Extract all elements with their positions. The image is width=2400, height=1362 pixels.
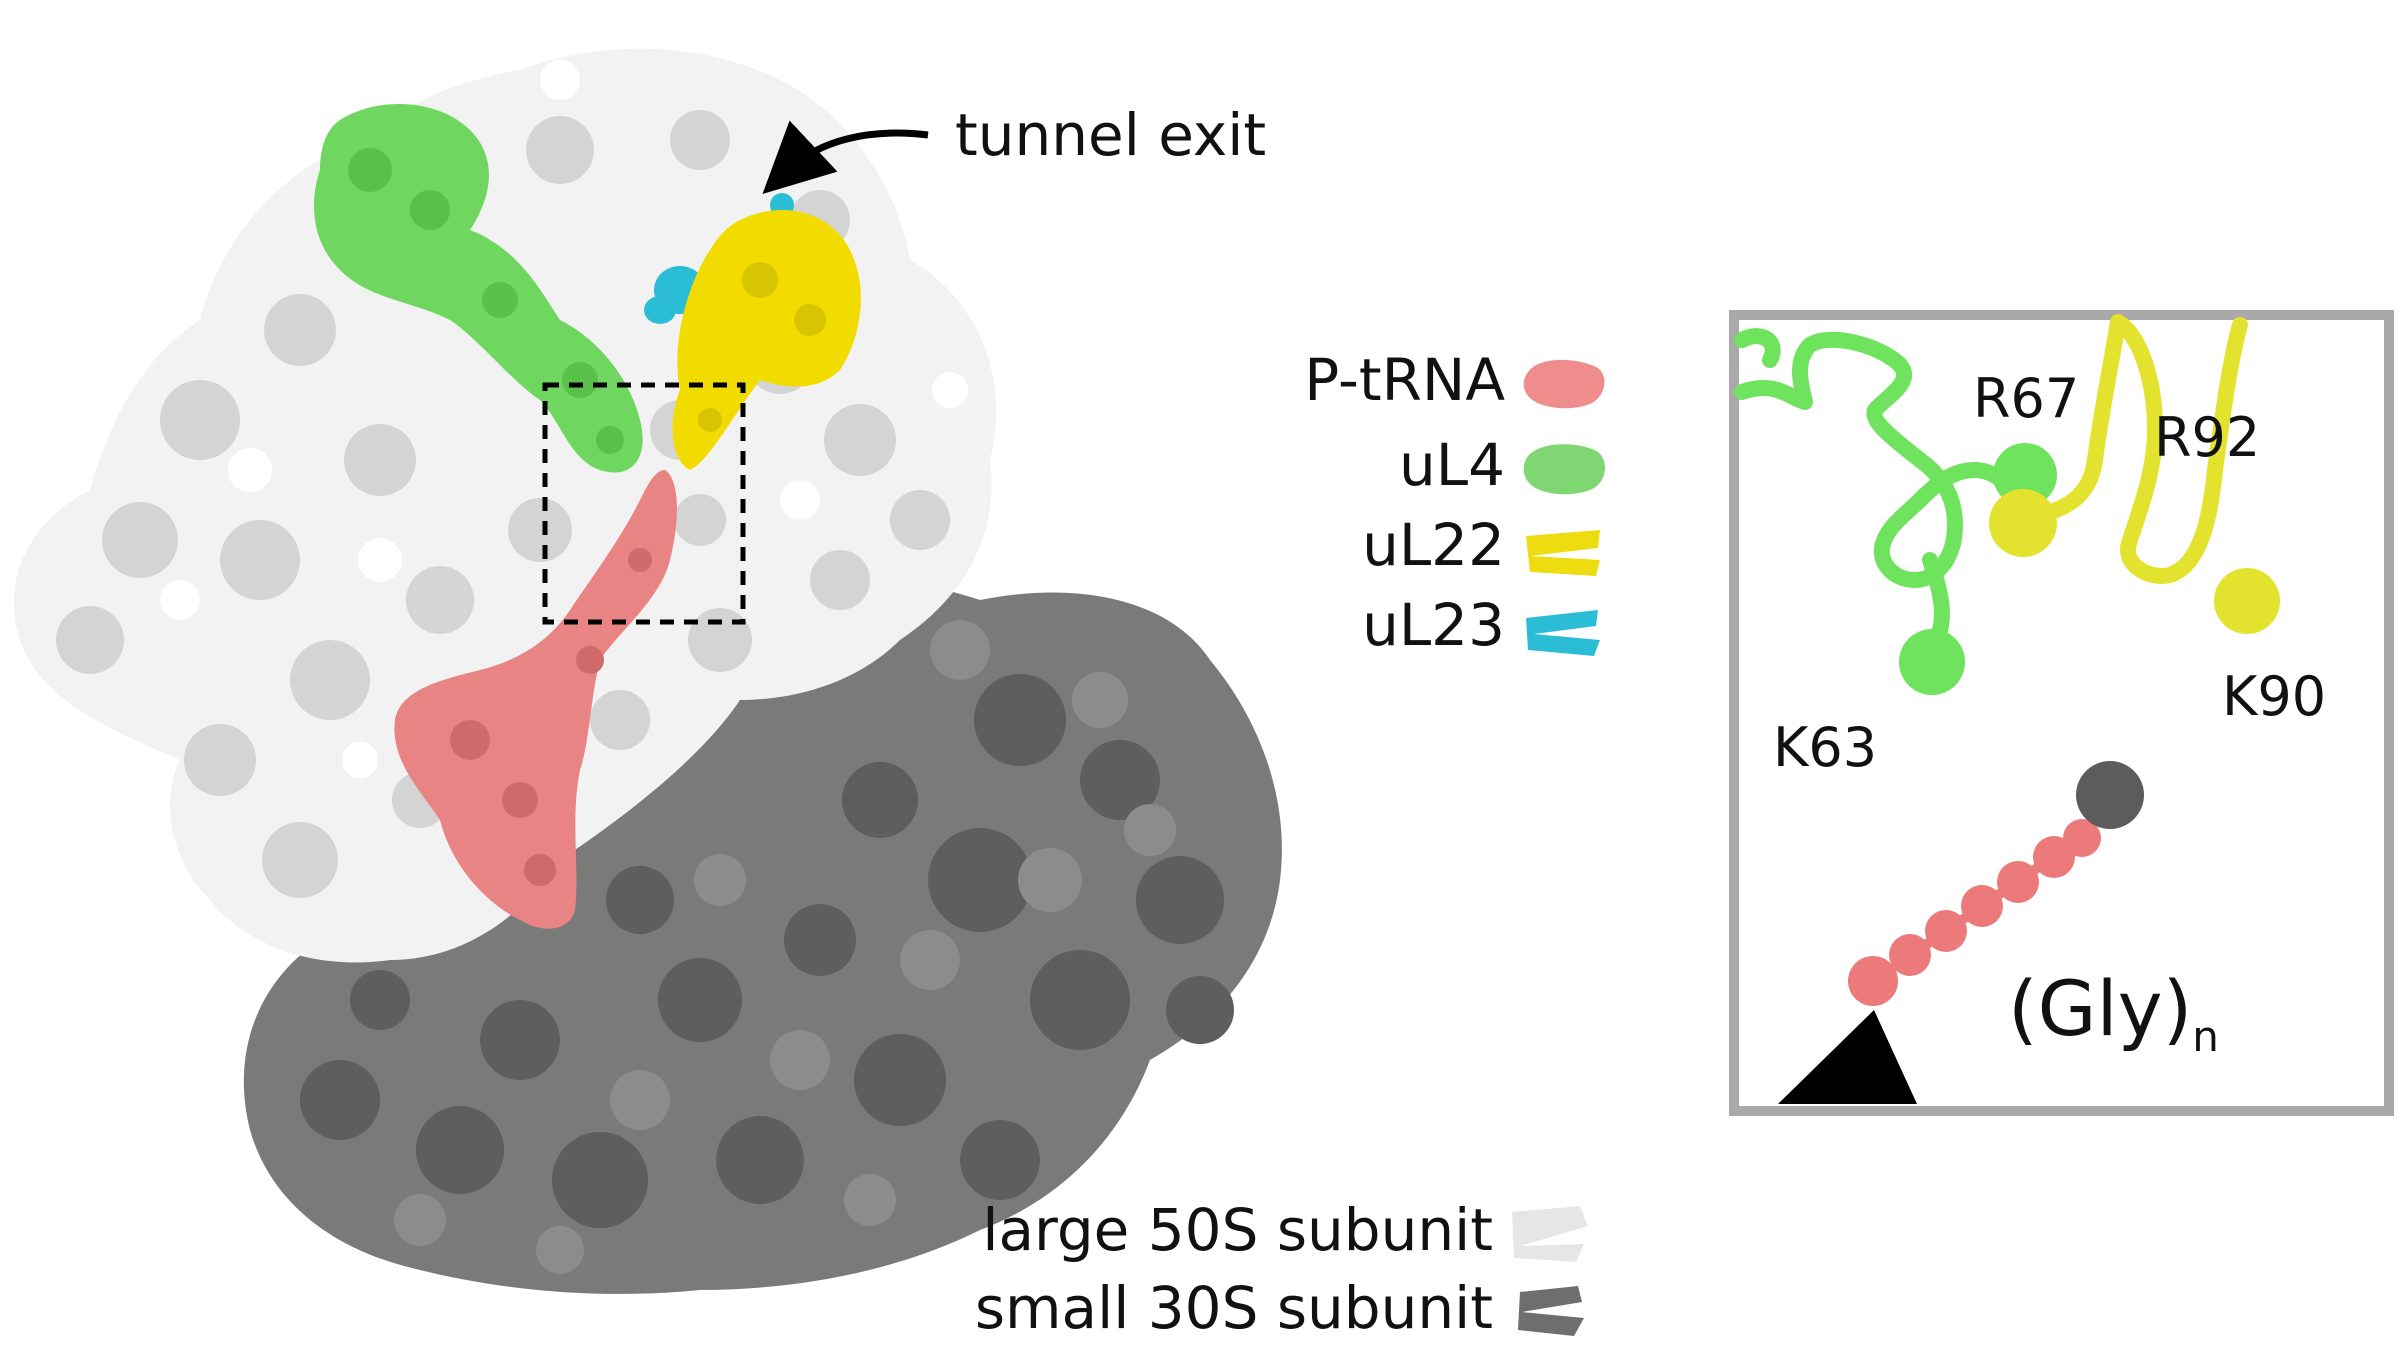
inset-label-k63: K63 xyxy=(1773,716,1877,779)
uL22-protein xyxy=(672,210,861,470)
legend-swatch-uL4 xyxy=(1523,444,1605,495)
inset-peptide-bead xyxy=(1889,934,1931,976)
legend-label-ptrna: P-tRNA xyxy=(1304,346,1505,414)
legend-subunits: large 50S subunit small 30S subunit xyxy=(975,1196,1588,1342)
uL4-protein xyxy=(314,103,643,473)
inset-label-gly: (Gly) xyxy=(2008,964,2192,1053)
tunnel-exit-arrow xyxy=(762,120,929,194)
inset-residue-k63-bead xyxy=(1899,629,1965,695)
inset-region-box xyxy=(542,382,746,625)
legend-swatch-ptrna xyxy=(1523,359,1605,409)
legend-item-uL22: uL22 xyxy=(1362,511,1600,579)
inset-residue-k90-bead xyxy=(2214,568,2280,634)
inset-peptide-chain xyxy=(1848,761,2144,1006)
inset-panel: R67 K63 R92 K90 (Gly)n xyxy=(1729,310,2394,1116)
inset-residue-r92-bead xyxy=(1989,489,2057,557)
inset-peptide-bead xyxy=(1997,861,2039,903)
legend-item-small-subunit: small 30S subunit xyxy=(975,1274,1584,1342)
tunnel-exit-label: tunnel exit xyxy=(955,101,1266,169)
inset-peptide-bead xyxy=(1925,910,1967,952)
legend-label-uL22: uL22 xyxy=(1362,511,1505,579)
ptrna-molecule xyxy=(394,470,677,929)
inset-peptide-bead xyxy=(2063,819,2101,857)
inset-peptide-terminus xyxy=(2076,761,2144,829)
legend-label-uL4: uL4 xyxy=(1399,431,1505,499)
legend-label-small-subunit: small 30S subunit xyxy=(975,1274,1493,1342)
inset-label-r67: R67 xyxy=(1973,367,2079,430)
inset-peptide-bead xyxy=(2033,836,2075,878)
legend-swatch-large-subunit xyxy=(1512,1206,1588,1262)
inset-uL4-stem xyxy=(1922,552,1950,658)
small-30s-subunit xyxy=(243,575,1282,1294)
inset-label-k90: K90 xyxy=(2222,665,2326,728)
inset-peptide-bead xyxy=(1848,956,1898,1006)
inset-uL4-loop xyxy=(1734,328,2021,588)
legend-swatch-small-subunit xyxy=(1518,1286,1584,1336)
legend-label-uL23: uL23 xyxy=(1362,591,1505,659)
inset-trna-triangle xyxy=(1778,1010,1917,1104)
tunnel-exit-annotation: tunnel exit xyxy=(762,101,1266,194)
inset-peptide-bead xyxy=(1961,885,2003,927)
legend-label-large-subunit: large 50S subunit xyxy=(982,1196,1493,1264)
legend-item-large-subunit: large 50S subunit xyxy=(982,1196,1588,1264)
inset-residue-r67-bead xyxy=(1993,443,2057,507)
inset-label-gly-subscript: n xyxy=(2192,1012,2219,1061)
legend-swatch-uL23 xyxy=(1526,610,1600,656)
legend-item-uL23: uL23 xyxy=(1362,591,1600,659)
legend-item-uL4: uL4 xyxy=(1399,431,1605,499)
inset-border xyxy=(1729,310,2394,1116)
legend-item-ptrna: P-tRNA xyxy=(1304,346,1605,414)
legend-swatch-uL22 xyxy=(1526,530,1600,576)
ribosome-structure xyxy=(13,48,1282,1294)
inset-uL22-hairpin xyxy=(2032,314,2248,584)
inset-label-r92: R92 xyxy=(2154,406,2260,469)
legend-proteins: P-tRNA uL4 uL22 uL23 xyxy=(1304,346,1605,659)
inset-label-gly-n: (Gly)n xyxy=(2008,964,2219,1061)
